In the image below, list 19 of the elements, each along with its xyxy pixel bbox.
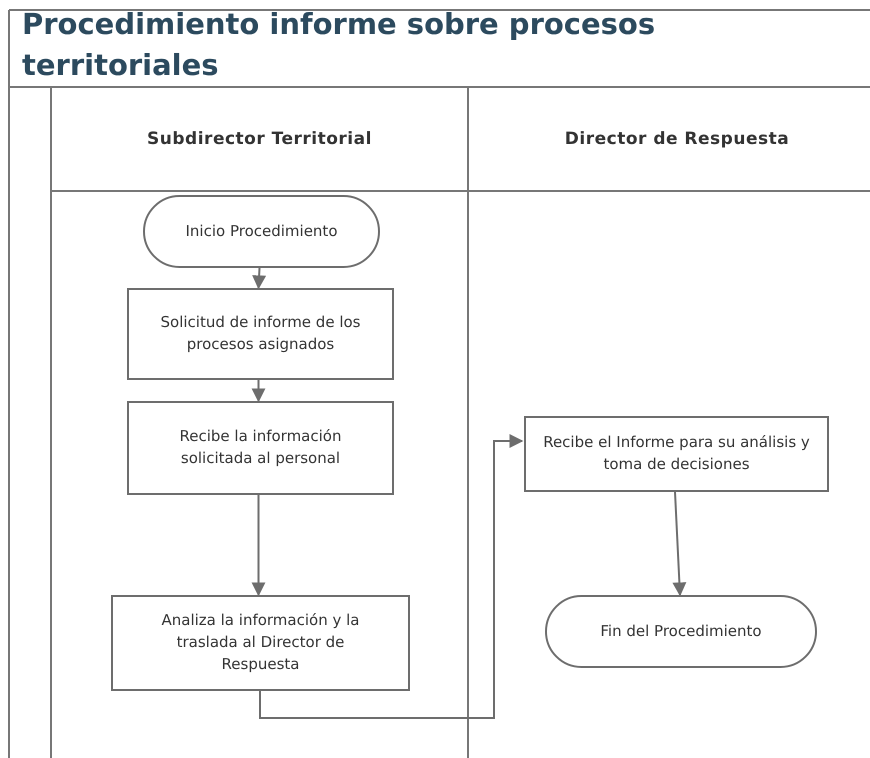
lane-title: Director de Respuesta — [564, 128, 790, 148]
diagram-title: Procedimiento informe sobre procesos territoriales — [22, 6, 656, 84]
process-box — [127, 288, 394, 380]
arrow — [252, 495, 266, 596]
step-text: Analiza la información y la traslada al Director de Respuesta — [160, 610, 360, 675]
step-text: Recibe el Informe para su análisis y toma de decisiones — [542, 432, 811, 475]
swimlane — [50, 87, 469, 758]
process-box — [524, 416, 829, 492]
step-text: Recibe la información solicitada al personal — [178, 426, 342, 469]
step-text: Fin del Procedimiento — [600, 620, 762, 642]
arrow — [252, 268, 266, 290]
arrow — [252, 380, 266, 402]
lane-title: Subdirector Territorial — [147, 128, 372, 148]
process-box — [127, 401, 394, 495]
arrow — [259, 434, 524, 719]
step-text: Solicitud de informe de los procesos asignados — [160, 312, 362, 355]
step-text: Inicio Procedimiento — [186, 220, 338, 242]
process-box — [111, 595, 410, 691]
arrow — [672, 492, 686, 596]
